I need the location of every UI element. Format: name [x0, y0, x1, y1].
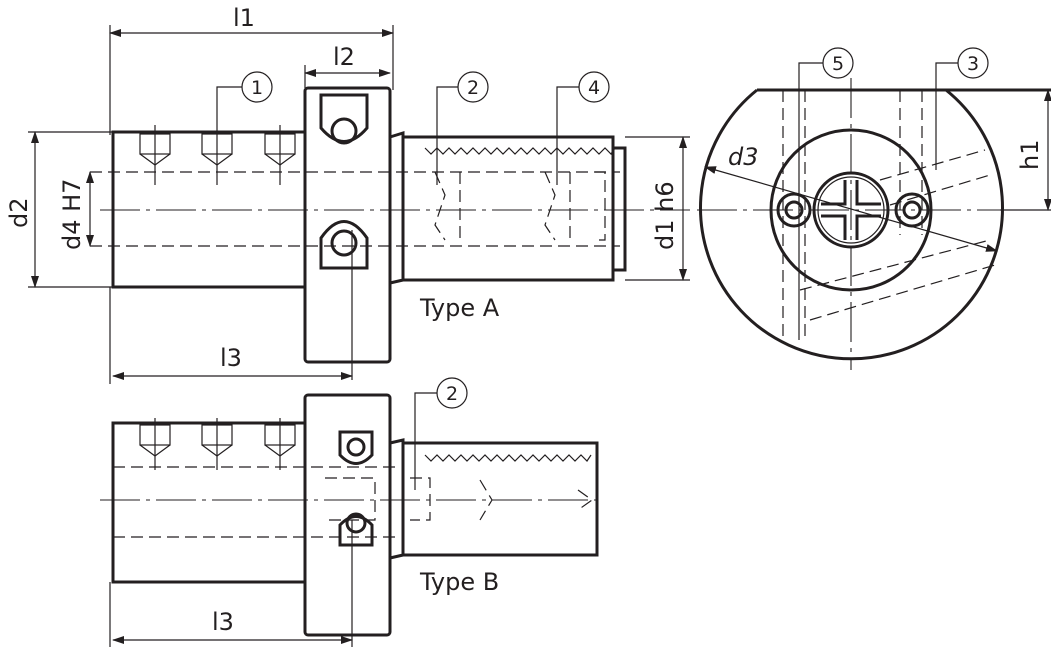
dim-l3-type-b: l3	[212, 608, 234, 636]
dim-d3: d3	[728, 143, 759, 171]
dim-l3-type-a: l3	[220, 344, 242, 372]
type-a-side-view: l1 l2 l3 d2 d4 H7 d1 h6 Type A 1 2 4	[5, 4, 690, 384]
dim-d4: d4 H7	[58, 179, 86, 250]
callout-2-type-b: 2	[446, 383, 458, 405]
dim-l1: l1	[233, 4, 255, 32]
dim-d1: d1 h6	[651, 181, 679, 250]
thread	[424, 147, 616, 155]
callout-5: 5	[832, 53, 844, 75]
type-b-side-view: l3 Type B 2	[100, 377, 600, 647]
callout-3: 3	[967, 53, 979, 75]
dim-h1: h1	[1016, 140, 1044, 170]
dim-l2: l2	[333, 43, 355, 71]
label-type-a: Type A	[419, 294, 500, 322]
dim-d2: d2	[5, 197, 33, 228]
callout-2-type-a: 2	[467, 77, 479, 99]
flange	[303, 86, 392, 364]
label-type-b: Type B	[419, 568, 499, 596]
threaded-shank	[401, 135, 615, 282]
end-view: d3 h1 5 3	[697, 47, 1051, 370]
callout-4: 4	[588, 77, 600, 99]
callout-1: 1	[251, 77, 263, 99]
